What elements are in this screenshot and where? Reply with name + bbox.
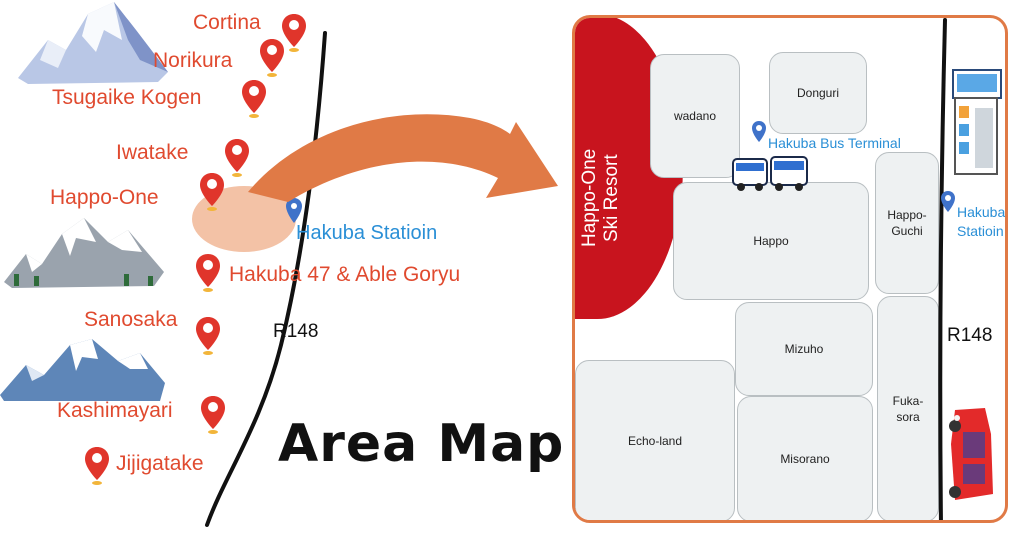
resort-label-sanosaka: Sanosaka: [84, 308, 178, 331]
map-pin-icon: [85, 447, 109, 485]
station-label: Hakuba Statioin: [957, 204, 1006, 239]
mountain-icon: [4, 218, 164, 288]
block-happo: Happo: [673, 182, 869, 300]
resort-label-tsugaike-kogen: Tsugaike Kogen: [52, 86, 202, 109]
block-donguri: Donguri: [769, 52, 867, 134]
resort-label-norikura: Norikura: [153, 49, 233, 72]
road-label: R148: [273, 321, 319, 342]
page-title: Area Map: [278, 414, 565, 474]
block-echo-land: Echo-land: [575, 360, 735, 520]
block-wadano: wadano: [650, 54, 740, 178]
map-pin-icon: [201, 396, 225, 434]
resort-label-iwatake: Iwatake: [116, 141, 189, 164]
area-map: Happo-One Ski Resort wadano Donguri Happ…: [572, 15, 1008, 523]
resort-label-jijigatake: Jijigatake: [116, 452, 204, 475]
map-pin-icon: [225, 139, 249, 177]
train-icon: [952, 69, 1002, 175]
mountain-icon: [0, 339, 165, 401]
map-pin-icon: [242, 80, 266, 118]
block-misorano: Misorano: [737, 396, 873, 520]
map-pin-icon: [286, 198, 302, 223]
block-fuka-sora: Fuka-sora: [877, 296, 939, 520]
map-pin-icon: [282, 14, 306, 52]
resort-label-happo-one: Happo-One: [50, 186, 159, 209]
bus-terminal-label: Hakuba Bus Terminal: [768, 135, 901, 151]
block-mizuho: Mizuho: [735, 302, 873, 396]
road-label: R148: [947, 325, 993, 346]
curved-arrow-icon: [248, 114, 558, 202]
resort-label-hakuba-47: Hakuba 47 & Able Goryu: [229, 263, 461, 286]
map-pin-icon: [752, 121, 766, 142]
resort-label-kashimayari: Kashimayari: [57, 399, 173, 422]
road-line: [205, 31, 327, 527]
resort-label-cortina: Cortina: [193, 11, 261, 34]
station-label: Hakuba Statioin: [296, 222, 438, 244]
map-pin-icon: [196, 254, 220, 292]
road-line: [938, 18, 947, 520]
block-happo-guchi: Happo-Guchi: [875, 152, 939, 294]
map-pin-icon: [941, 191, 955, 212]
car-icon: [949, 408, 993, 500]
map-pin-icon: [260, 39, 284, 77]
mountain-icon: [18, 2, 168, 84]
bus-icon: [732, 156, 808, 191]
map-pin-icon: [200, 173, 224, 211]
map-pin-icon: [196, 317, 220, 355]
